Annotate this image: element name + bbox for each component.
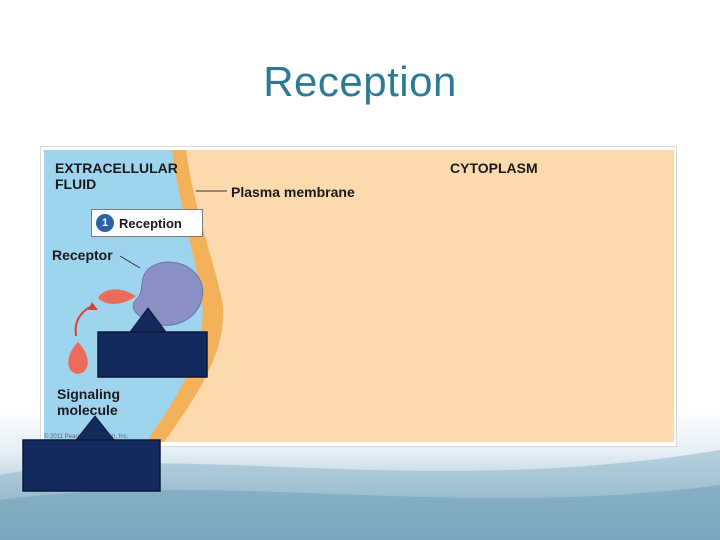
signaling-label-line-1: Signaling [57, 386, 120, 402]
receptor-pointer [119, 255, 141, 269]
signaling-molecule-label: Signaling molecule [57, 386, 120, 418]
signaling-label-line-2: molecule [57, 402, 118, 418]
receptor-shape [132, 261, 204, 326]
extracellular-label: EXTRACELLULAR FLUID [55, 160, 178, 192]
cytoplasm-label: CYTOPLASM [450, 160, 538, 176]
receptor-label: Receptor [52, 247, 113, 263]
signaling-callout-arrow [22, 415, 161, 492]
bound-signaling-molecule [98, 289, 136, 304]
slide-wave-decoration [0, 450, 720, 540]
slide-title: Reception [263, 58, 457, 105]
step-number-badge: 1 [96, 214, 114, 232]
extracellular-label-line-2: FLUID [55, 176, 97, 192]
reception-step-label: Reception [119, 215, 182, 231]
free-signaling-molecule [68, 342, 88, 374]
binding-arrow-head [88, 302, 98, 310]
reception-diagram [44, 150, 674, 442]
binding-arrow [74, 305, 93, 337]
plasma-membrane-label: Plasma membrane [231, 184, 355, 200]
extracellular-label-line-1: EXTRACELLULAR [55, 160, 178, 176]
reception-step-box: 1 Reception [91, 209, 203, 237]
receptor-callout-arrow [97, 307, 208, 378]
